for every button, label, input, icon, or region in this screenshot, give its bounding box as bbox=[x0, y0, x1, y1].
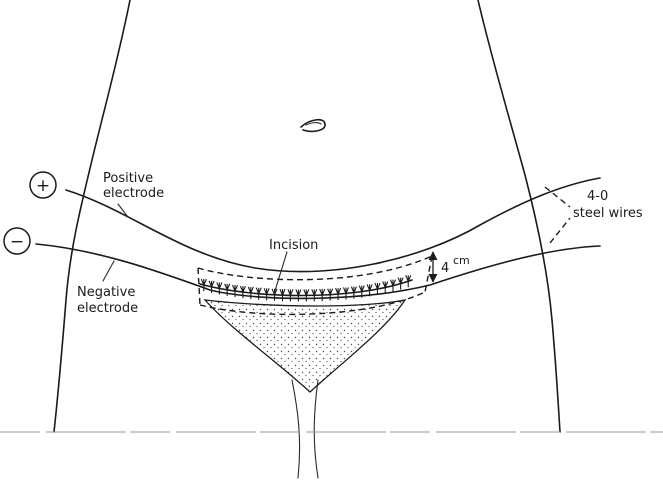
incision-label: Incision bbox=[269, 238, 318, 253]
left-flank-line bbox=[54, 0, 130, 432]
band-right-cap bbox=[425, 256, 432, 292]
right-inner-thigh-line bbox=[314, 380, 318, 478]
negative-electrode-label-line1: Negative bbox=[77, 285, 135, 300]
band-width-unit: cm bbox=[453, 254, 470, 267]
incision-label-leader bbox=[274, 252, 287, 294]
navel bbox=[301, 120, 325, 132]
positive-electrode-label-line2: electrode bbox=[103, 186, 164, 201]
steel-wires-label-line1: 4-0 bbox=[587, 189, 608, 204]
negative-electrode-label-line2: electrode bbox=[77, 301, 138, 316]
band-upper-border bbox=[198, 256, 432, 280]
left-inner-thigh-line bbox=[292, 380, 300, 478]
steel-wire-lower-leader bbox=[550, 218, 570, 243]
steel-wires-callout bbox=[545, 187, 570, 243]
steel-wires-label-line2: steel wires bbox=[573, 206, 643, 221]
negative-terminal-symbol: − bbox=[4, 228, 30, 254]
negative-label-leader bbox=[103, 261, 114, 281]
positive-electrode-label-line1: Positive bbox=[103, 171, 153, 186]
positive-sign: + bbox=[36, 176, 50, 196]
band-width-value: 4 bbox=[441, 261, 449, 276]
right-flank-line bbox=[478, 0, 560, 432]
negative-sign: − bbox=[10, 232, 24, 252]
positive-terminal-symbol: + bbox=[30, 172, 56, 198]
